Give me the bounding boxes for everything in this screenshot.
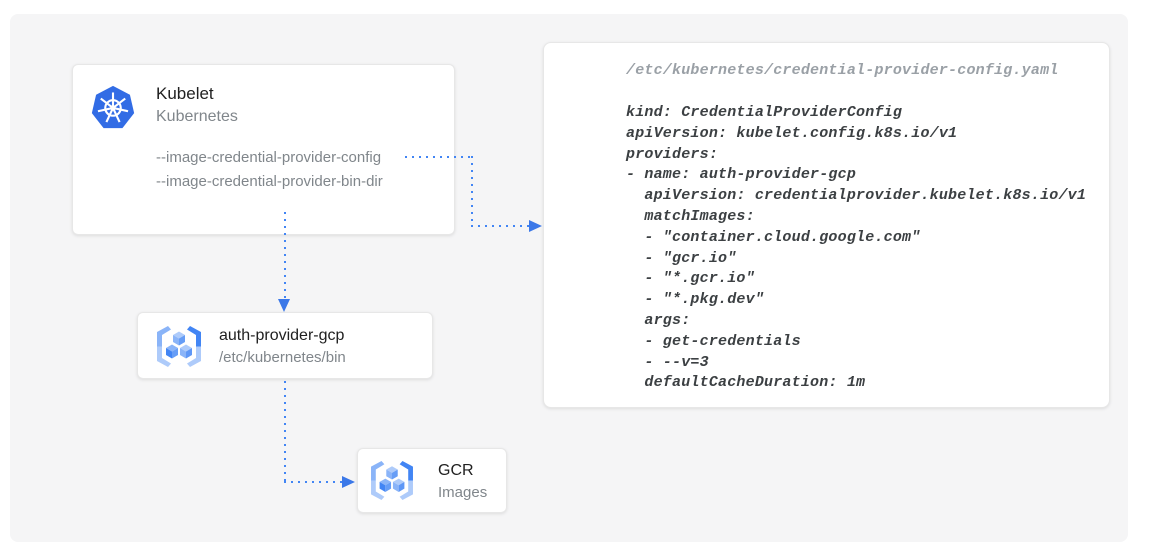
container-registry-icon — [154, 325, 204, 368]
connector-config-to-yaml-segment — [405, 156, 473, 158]
arrowhead-into-gcr — [342, 476, 355, 488]
kubelet-subtitle: Kubernetes — [156, 108, 238, 125]
connector-kubelet-to-auth-segment — [284, 212, 286, 302]
kubelet-title: Kubelet — [156, 84, 214, 103]
connector-auth-to-gcr-segment — [284, 381, 286, 483]
kubelet-flags: --image-credential-provider-config --ima… — [156, 146, 383, 194]
connector-config-to-yaml-segment — [471, 225, 531, 227]
gcr-subtitle: Images — [438, 484, 488, 501]
auth-provider-gcp-path: /etc/kubernetes/bin — [219, 349, 346, 366]
connector-auth-to-gcr-segment — [284, 481, 346, 483]
connector-config-to-yaml-segment — [471, 156, 473, 227]
auth-provider-gcp-title: auth-provider-gcp — [219, 327, 345, 344]
config-file-path: /etc/kubernetes/credential-provider-conf… — [626, 62, 1059, 79]
gcr-node: GCR Images — [357, 448, 507, 513]
kubernetes-icon — [89, 84, 137, 131]
arrowhead-into-auth-provider — [278, 299, 290, 312]
config-yaml-content: kind: CredentialProviderConfig apiVersio… — [626, 104, 1087, 392]
flag-credential-provider-bin-dir: --image-credential-provider-bin-dir — [156, 173, 383, 190]
kubelet-node: Kubelet Kubernetes --image-credential-pr… — [72, 64, 455, 235]
credential-provider-config-panel: /etc/kubernetes/credential-provider-conf… — [543, 42, 1110, 408]
container-registry-icon — [368, 460, 416, 501]
flag-credential-provider-config: --image-credential-provider-config — [156, 149, 382, 166]
diagram-canvas: Kubelet Kubernetes --image-credential-pr… — [10, 14, 1128, 542]
arrowhead-into-yaml-panel — [529, 220, 542, 232]
gcr-title: GCR — [438, 462, 474, 479]
auth-provider-gcp-node: auth-provider-gcp /etc/kubernetes/bin — [137, 312, 433, 379]
